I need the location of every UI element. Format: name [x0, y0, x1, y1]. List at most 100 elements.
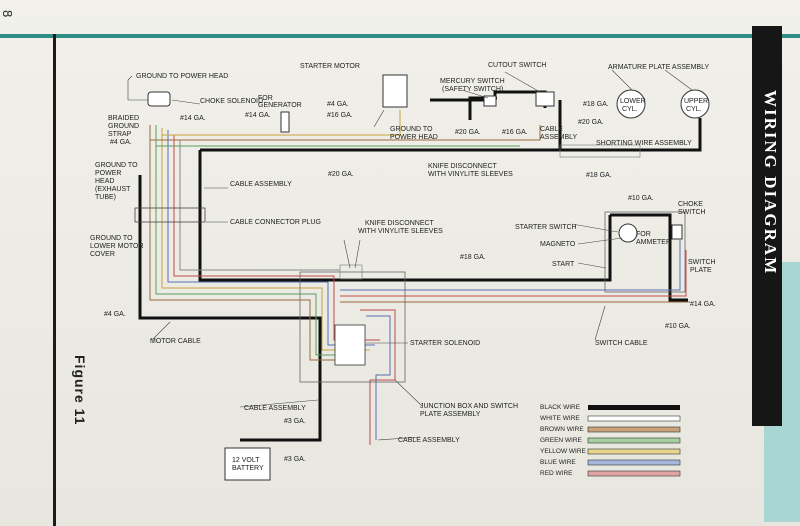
label-armature-plate-assembly: ARMATURE PLATE ASSEMBLY	[608, 64, 709, 71]
choke-solenoid	[147, 91, 171, 107]
label-choke: CHOKE	[678, 201, 703, 208]
label-4-ga-b: #4 GA.	[104, 311, 126, 318]
label-for-ammeter-1: FOR	[636, 231, 651, 238]
label-12-volt: 12 VOLT	[232, 457, 260, 464]
legend-green-label: GREEN WIRE	[540, 437, 583, 444]
label-ground-to: GROUND TO	[95, 162, 138, 169]
shorting-black	[558, 100, 702, 152]
label-18-ga-b: #18 GA.	[586, 172, 612, 179]
label-magneto: MAGNETO	[540, 241, 576, 248]
page-title: WIRING DIAGRAM	[761, 90, 780, 276]
label-cover: COVER	[90, 251, 115, 258]
label-14-ga-choke: #14 GA.	[180, 115, 206, 122]
cable-connector-plug	[134, 207, 206, 223]
blue-right	[340, 240, 681, 291]
label-14-ga-gen: #14 GA.	[245, 112, 271, 119]
label-plate-assembly: PLATE ASSEMBLY	[420, 411, 481, 418]
yellow-top	[161, 110, 401, 136]
label-tube: TUBE)	[95, 194, 116, 201]
figure-label: Figure 11	[72, 355, 88, 426]
label-3-ga-b: #3 GA.	[284, 456, 306, 463]
label-cable: CABLE	[540, 126, 563, 133]
legend-green-swatch	[587, 437, 681, 444]
choke-switch	[671, 224, 683, 240]
legend-yellow-swatch	[587, 448, 681, 455]
starter-solenoid	[334, 324, 366, 366]
vinylite-sleeves	[559, 144, 641, 158]
legend-black-label: BLACK WIRE	[540, 404, 581, 411]
label-16-ga: #16 GA.	[327, 112, 353, 119]
brown-top	[149, 125, 541, 141]
label-knife-disconnect: KNIFE DISCONNECT	[428, 163, 498, 170]
legend-red-label: RED WIRE	[540, 470, 573, 477]
leader-lines	[127, 69, 693, 441]
label-upper: UPPER	[684, 98, 708, 105]
label-junction-box: JUNCTION BOX AND SWITCH	[420, 403, 518, 410]
label-starter-switch: STARTER SWITCH	[515, 224, 577, 231]
starter-switch	[618, 223, 638, 243]
legend-yellow-label: YELLOW WIRE	[540, 448, 587, 455]
label-14-ga-b: #14 GA.	[690, 301, 716, 308]
label-generator: GENERATOR	[258, 102, 302, 109]
switch-plate-box	[604, 211, 686, 293]
wire-bundle	[149, 110, 690, 445]
label-head: HEAD	[95, 178, 114, 185]
label-ammeter: AMMETER	[636, 239, 671, 246]
label-starter-solenoid: STARTER SOLENOID	[410, 340, 480, 347]
label-18-ga-a: #18 GA.	[583, 101, 609, 108]
label-cutout-switch: CUTOUT SWITCH	[488, 62, 546, 69]
switch-plate-black	[668, 290, 688, 302]
knife-disconnect-sleeves	[339, 264, 363, 280]
cable-assembly-blue	[366, 315, 391, 440]
label-cable-assembly-b: CABLE ASSEMBLY	[244, 405, 306, 412]
label-cyl-lower: CYL.	[622, 106, 638, 113]
starter-black	[610, 213, 672, 290]
teal-header-rule	[0, 34, 800, 38]
upper-cyl-coil	[680, 89, 710, 119]
label-cable-assembly-a: CABLE ASSEMBLY	[230, 181, 292, 188]
label-strap: STRAP	[108, 131, 132, 138]
label-safety-switch: (SAFETY SWITCH)	[442, 86, 503, 93]
legend-red-swatch	[587, 470, 681, 477]
label-cable-connector-plug: CABLE CONNECTOR PLUG	[230, 219, 321, 226]
green-top	[155, 125, 520, 147]
label-choke-solenoid: CHOKE SOLENOID	[200, 98, 263, 105]
wire-legend: BLACK WIRE WHITE WIRE BROWN WIRE GREEN W…	[540, 404, 681, 477]
label-exhaust: (EXHAUST	[95, 186, 131, 193]
diagram-labels: GROUND TO POWER HEAD CHOKE SOLENOID BRAI…	[90, 62, 716, 472]
generator-terminal	[280, 111, 290, 133]
junction-box	[299, 271, 406, 383]
mercury-switch	[483, 95, 497, 107]
left-rule	[53, 34, 56, 526]
label-ground-to-2: GROUND TO	[90, 235, 133, 242]
red-wire	[173, 135, 380, 341]
label-cyl-upper: CYL.	[686, 106, 702, 113]
label-for: FOR	[258, 95, 273, 102]
label-vinylite-sleeves-b: WITH VINYLITE SLEEVES	[358, 228, 443, 235]
label-motor-cable: MOTOR CABLE	[150, 338, 201, 345]
label-braided: BRAIDED	[108, 115, 139, 122]
label-plate: PLATE	[690, 267, 712, 274]
label-ground: GROUND	[108, 123, 139, 130]
label-ground-to-power-head: GROUND TO POWER HEAD	[136, 73, 228, 80]
label-20-ga-b: #20 GA.	[578, 119, 604, 126]
label-power: POWER	[95, 170, 121, 177]
label-cable-assembly-c: CABLE ASSEMBLY	[398, 437, 460, 444]
label-vinylite-sleeves: WITH VINYLITE SLEEVES	[428, 171, 513, 178]
label-switch-2: SWITCH	[688, 259, 716, 266]
legend-brown-swatch	[587, 426, 681, 433]
main-loop-black	[198, 150, 612, 282]
label-power-head: POWER HEAD	[390, 134, 438, 141]
label-10-ga-b: #10 GA.	[665, 323, 691, 330]
title-bar	[752, 26, 782, 426]
label-3-ga-a: #3 GA.	[284, 418, 306, 425]
battery	[224, 447, 271, 481]
label-20-ga-a: #20 GA.	[455, 129, 481, 136]
cutout-switch	[535, 91, 555, 107]
label-18-ga-c: #18 GA.	[460, 254, 486, 261]
legend-black-swatch	[588, 405, 680, 410]
starter-motor	[382, 74, 408, 108]
label-switch: SWITCH	[678, 209, 706, 216]
